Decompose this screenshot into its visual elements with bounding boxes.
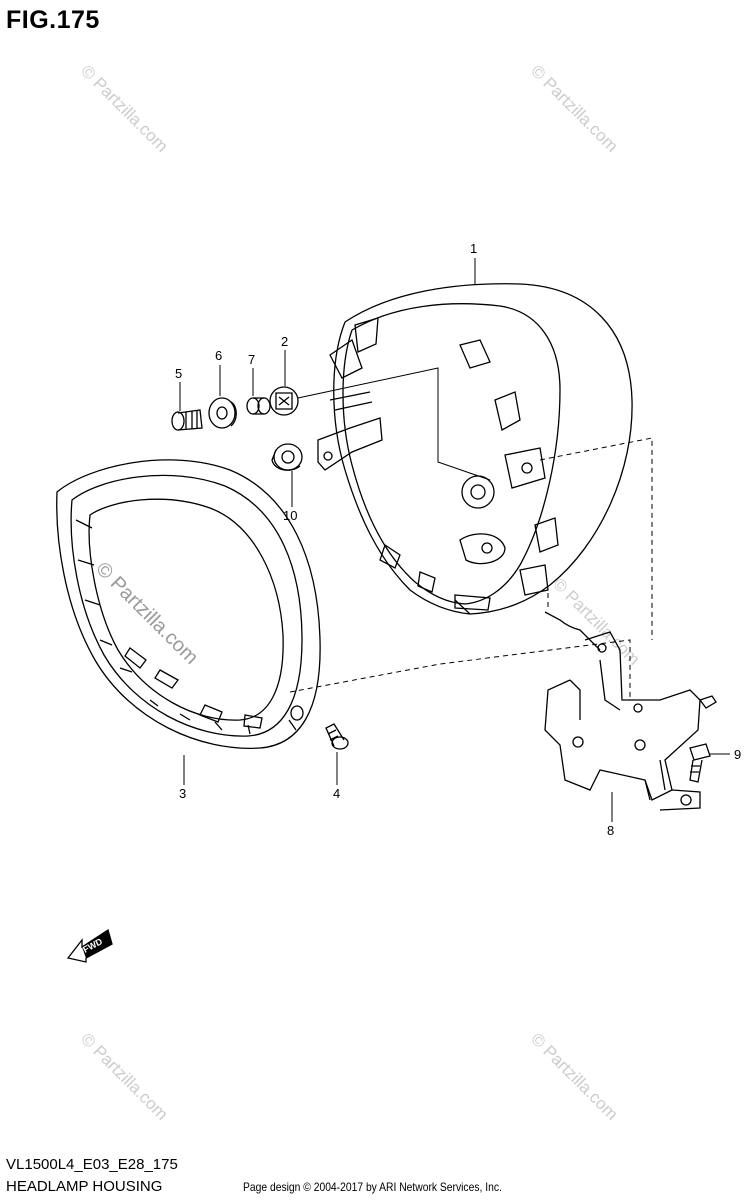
watermarks: © Partzilla.com © Partzilla.com © Partzi…: [77, 61, 643, 1123]
callout-4: 4: [333, 786, 340, 801]
callout-9: 9: [734, 747, 741, 762]
part-3-headlamp-rim: [56, 459, 321, 749]
watermark-top-right: © Partzilla.com: [527, 61, 621, 155]
part-5-screw: [171, 409, 203, 431]
watermark-bottom-left: © Partzilla.com: [77, 1029, 171, 1123]
part-6-washer: [208, 397, 237, 429]
callout-5: 5: [175, 366, 182, 381]
part-9-bolt: [689, 743, 711, 783]
callout-3: 3: [179, 786, 186, 801]
figure-title: FIG.175: [6, 6, 100, 34]
watermark-top-left: © Partzilla.com: [77, 61, 171, 155]
model-code: VL1500L4_E03_E28_175: [6, 1156, 178, 1173]
leader-2-to-housing: [297, 367, 491, 481]
page-credit: Page design © 2004-2017 by ARI Network S…: [243, 1180, 502, 1194]
section-name: HEADLAMP HOUSING: [6, 1178, 163, 1195]
callout-6: 6: [215, 348, 222, 363]
callout-7: 7: [248, 352, 255, 367]
watermark-bottom-right: © Partzilla.com: [527, 1029, 621, 1123]
part-1-headlamp-housing: [317, 283, 633, 615]
part-10-grommet: [271, 443, 303, 471]
watermark-right-mid: © Partzilla.com: [549, 574, 643, 668]
part-2-socket: [269, 386, 299, 416]
fwd-arrow-icon: FWD: [66, 928, 113, 963]
callout-2: 2: [281, 334, 288, 349]
part-4-screw: [325, 723, 349, 750]
watermark-center: © Partzilla.com: [91, 558, 202, 669]
callout-1: 1: [470, 241, 477, 256]
callout-10: 10: [283, 508, 297, 523]
part-8-bracket: [544, 611, 717, 811]
callout-labels: 1 2 3 4 5 6 7 8 9 10: [175, 241, 741, 838]
part-7-spacer: [246, 397, 271, 415]
callout-8: 8: [607, 823, 614, 838]
alignment-lines: [289, 437, 653, 700]
